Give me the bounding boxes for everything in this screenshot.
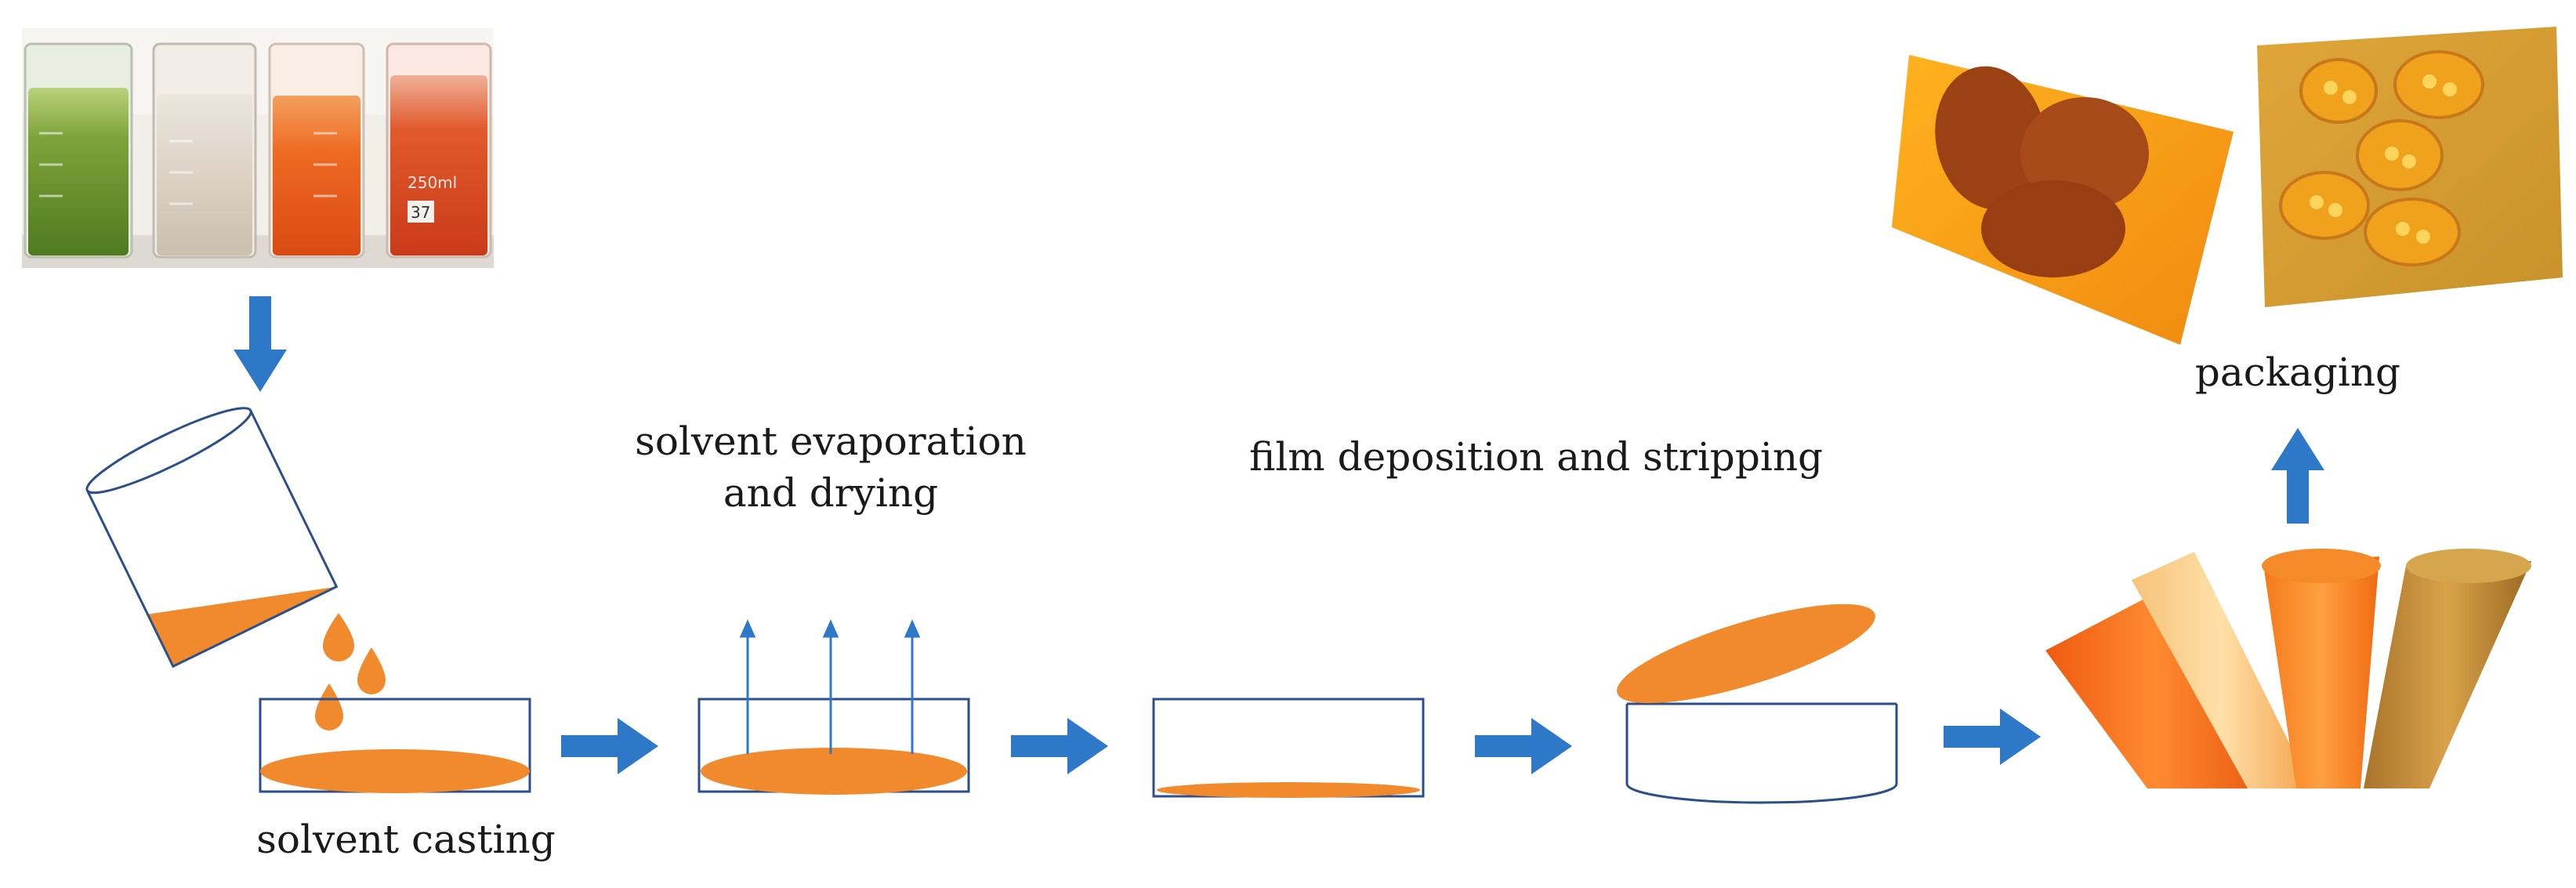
green-beaker — [24, 42, 133, 259]
label-evaporation-line2: and drying — [723, 470, 939, 516]
packaging-photo — [1892, 27, 2563, 345]
right-arrow-icon — [1944, 709, 2041, 765]
right-arrow-icon — [561, 718, 658, 774]
beaker-number-label: 37 — [411, 203, 430, 222]
pouring-beaker — [85, 407, 339, 669]
down-arrow-icon — [234, 296, 287, 392]
up-arrow-icon — [2271, 428, 2324, 524]
dried-film-dish — [1152, 698, 1425, 798]
red-beaker: 250ml 37 — [386, 42, 492, 259]
evaporation-dish — [697, 619, 970, 795]
solution-drops — [315, 613, 386, 730]
right-arrow-icon — [1475, 718, 1572, 774]
cream-beaker — [152, 42, 257, 259]
right-arrow-icon — [1011, 718, 1108, 774]
orange-beaker — [268, 42, 365, 259]
label-solvent-casting: solvent casting — [256, 817, 556, 862]
label-evaporation-line1: solvent evaporation — [635, 419, 1027, 464]
stripping-dish — [1617, 603, 1898, 804]
film-cones-photo — [2045, 549, 2531, 788]
beakers-photo: 250ml 37 — [22, 28, 494, 268]
label-deposition: film deposition and stripping — [1248, 434, 1824, 480]
casting-dish — [259, 698, 531, 793]
label-packaging: packaging — [2194, 350, 2401, 395]
beaker-volume-label: 250ml — [408, 173, 457, 192]
